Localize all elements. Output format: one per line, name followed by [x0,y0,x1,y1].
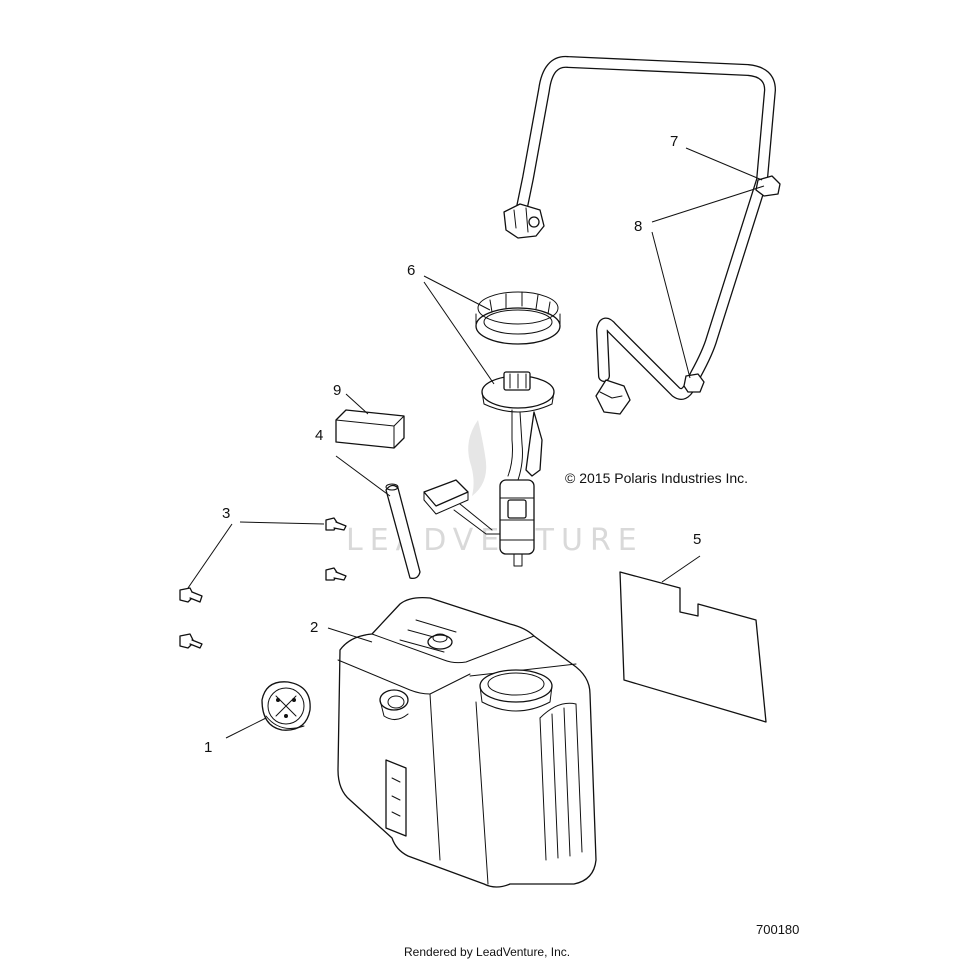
bolt-part-3-b[interactable] [325,567,347,581]
lock-ring-part-6[interactable] [475,291,561,345]
callout-2: 2 [310,619,318,636]
hose-clamp-upper[interactable] [755,175,781,197]
fuel-cap-part-1[interactable] [261,681,311,731]
callout-1: 1 [204,739,212,756]
flame-logo-icon [468,420,487,496]
diagram-number: 700180 [756,922,799,937]
copyright-text: © 2015 Polaris Industries Inc. [565,470,748,486]
callout-7: 7 [670,133,678,150]
callout-5: 5 [693,531,701,548]
fuel-tank-part-2[interactable] [337,596,597,888]
callout-6: 6 [407,262,415,279]
bolt-part-3-a[interactable] [325,517,347,531]
tube-part-4[interactable] [385,483,421,580]
foam-block-part-9[interactable] [335,409,405,449]
bolt-part-3-c[interactable] [179,587,203,603]
hose-clamp-lower[interactable] [683,373,705,393]
rendered-by-text: Rendered by LeadVenture, Inc. [404,945,570,959]
callout-3: 3 [222,505,230,522]
pad-part-5[interactable] [619,571,767,723]
callout-labels: 1 2 3 4 5 6 7 8 9 [204,133,701,756]
watermark-text: LEADVENTURE [346,523,644,558]
bolt-part-3-d[interactable] [179,633,203,649]
leader-lines [187,147,765,739]
callout-4: 4 [315,427,323,444]
callout-8: 8 [634,218,642,235]
fuel-pump-assembly-part-6[interactable] [423,371,555,567]
vent-hose-part-7[interactable] [503,55,781,415]
callout-9: 9 [333,382,341,399]
leadventure-watermark: LEADVENTURE [346,420,644,558]
